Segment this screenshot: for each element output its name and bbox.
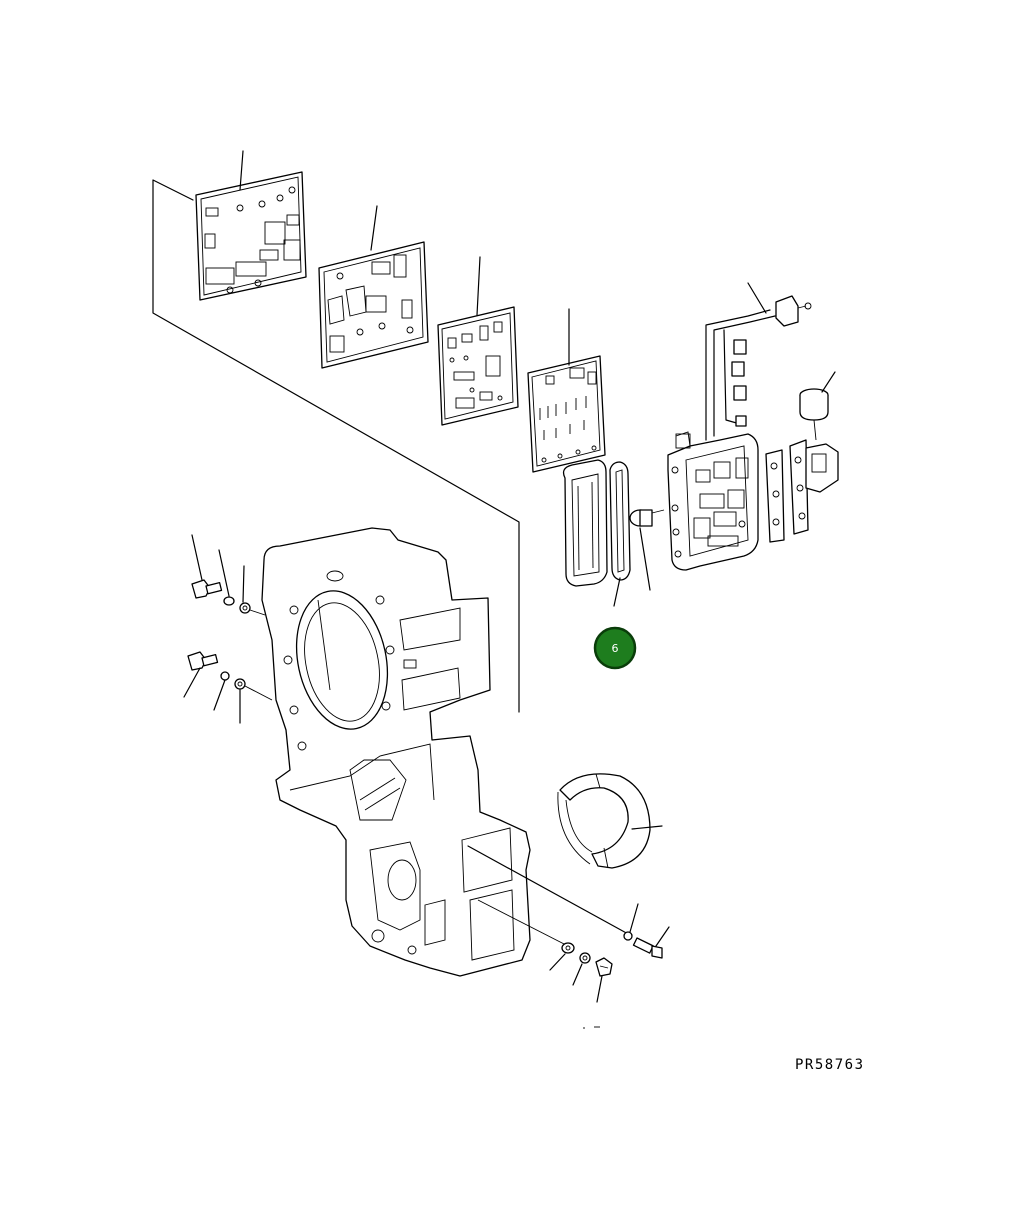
leader-plate-3 xyxy=(476,256,481,316)
leader-washer-upper-2 xyxy=(242,565,245,603)
leader-o-ring xyxy=(629,903,639,933)
figure-code: PR58763 xyxy=(795,1057,865,1073)
bolt-set-upper xyxy=(191,579,266,616)
leader-plug-bottom xyxy=(596,975,603,1003)
separator-plate-3 xyxy=(437,306,519,426)
leader-washer-lower-1 xyxy=(213,679,226,711)
leader-brake-band xyxy=(631,825,663,830)
actuator-housing xyxy=(789,439,839,535)
leader-plate-1 xyxy=(239,150,244,191)
alignment-line xyxy=(467,845,631,936)
leader-drain-plug xyxy=(655,926,670,947)
leader-washer-bottom-1 xyxy=(549,953,566,971)
separator-plate-4 xyxy=(527,355,606,473)
leader-bolt-lower xyxy=(183,667,201,698)
leader-harness xyxy=(747,282,767,314)
leader-plate-2 xyxy=(370,205,378,251)
callout-marker[interactable]: 6 xyxy=(593,626,637,670)
transmission-housing xyxy=(261,527,531,977)
valve-cover-gasket xyxy=(765,449,785,543)
drain-plug xyxy=(632,937,663,959)
gasket-plate-1 xyxy=(195,171,307,301)
strainer xyxy=(562,459,608,587)
control-valve-body xyxy=(667,431,759,571)
assembly-bracket-line xyxy=(152,179,520,713)
bottom-fittings xyxy=(477,899,613,977)
solenoid-valve xyxy=(799,388,829,441)
leader-washer-bottom-2 xyxy=(572,963,583,986)
leader-strainer-gasket xyxy=(613,577,621,607)
callout-label: 6 xyxy=(612,642,619,655)
valve-plug xyxy=(629,509,665,527)
o-ring-small xyxy=(623,931,633,941)
bolt-set-lower xyxy=(187,651,273,701)
strainer-gasket xyxy=(609,461,631,581)
gasket-plate-2 xyxy=(318,241,429,369)
brake-band xyxy=(557,773,651,869)
leader-washer-upper-1 xyxy=(218,549,230,597)
leader-valve-plug xyxy=(639,527,651,591)
wiring-harness xyxy=(705,295,812,441)
leader-bolt-upper xyxy=(191,534,203,581)
leader-solenoid xyxy=(821,371,836,393)
